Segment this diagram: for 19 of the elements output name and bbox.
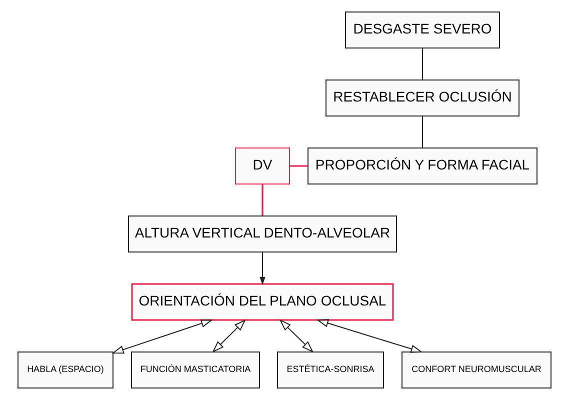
node-box: DESGASTE SEVERO xyxy=(345,12,500,48)
node-box: ALTURA VERTICAL DENTO-ALVEOLAR xyxy=(128,216,397,252)
node-box: PROPORCIÓN Y FORMA FACIAL xyxy=(308,148,538,184)
arrow xyxy=(279,319,314,353)
connector xyxy=(262,184,264,216)
connector xyxy=(422,48,423,80)
arrow xyxy=(112,319,213,354)
node-box: ORIENTACIÓN DEL PLANO OCLUSAL xyxy=(131,283,394,321)
node-box: DV xyxy=(235,148,290,184)
arrow xyxy=(260,252,266,286)
arrow xyxy=(316,319,423,353)
node-box: RESTABLECER OCLUSIÓN xyxy=(326,80,520,116)
node-box: HABLA (ESPACIO) xyxy=(18,352,114,388)
node-box: ESTÉTICA-SONRISA xyxy=(277,352,384,388)
arrow xyxy=(212,319,246,353)
connector xyxy=(290,165,308,167)
node-box: FUNCIÓN MASTICATORIA xyxy=(131,352,260,388)
node-box: CONFORT NEUROMUSCULAR xyxy=(402,352,552,388)
connector xyxy=(422,116,423,148)
